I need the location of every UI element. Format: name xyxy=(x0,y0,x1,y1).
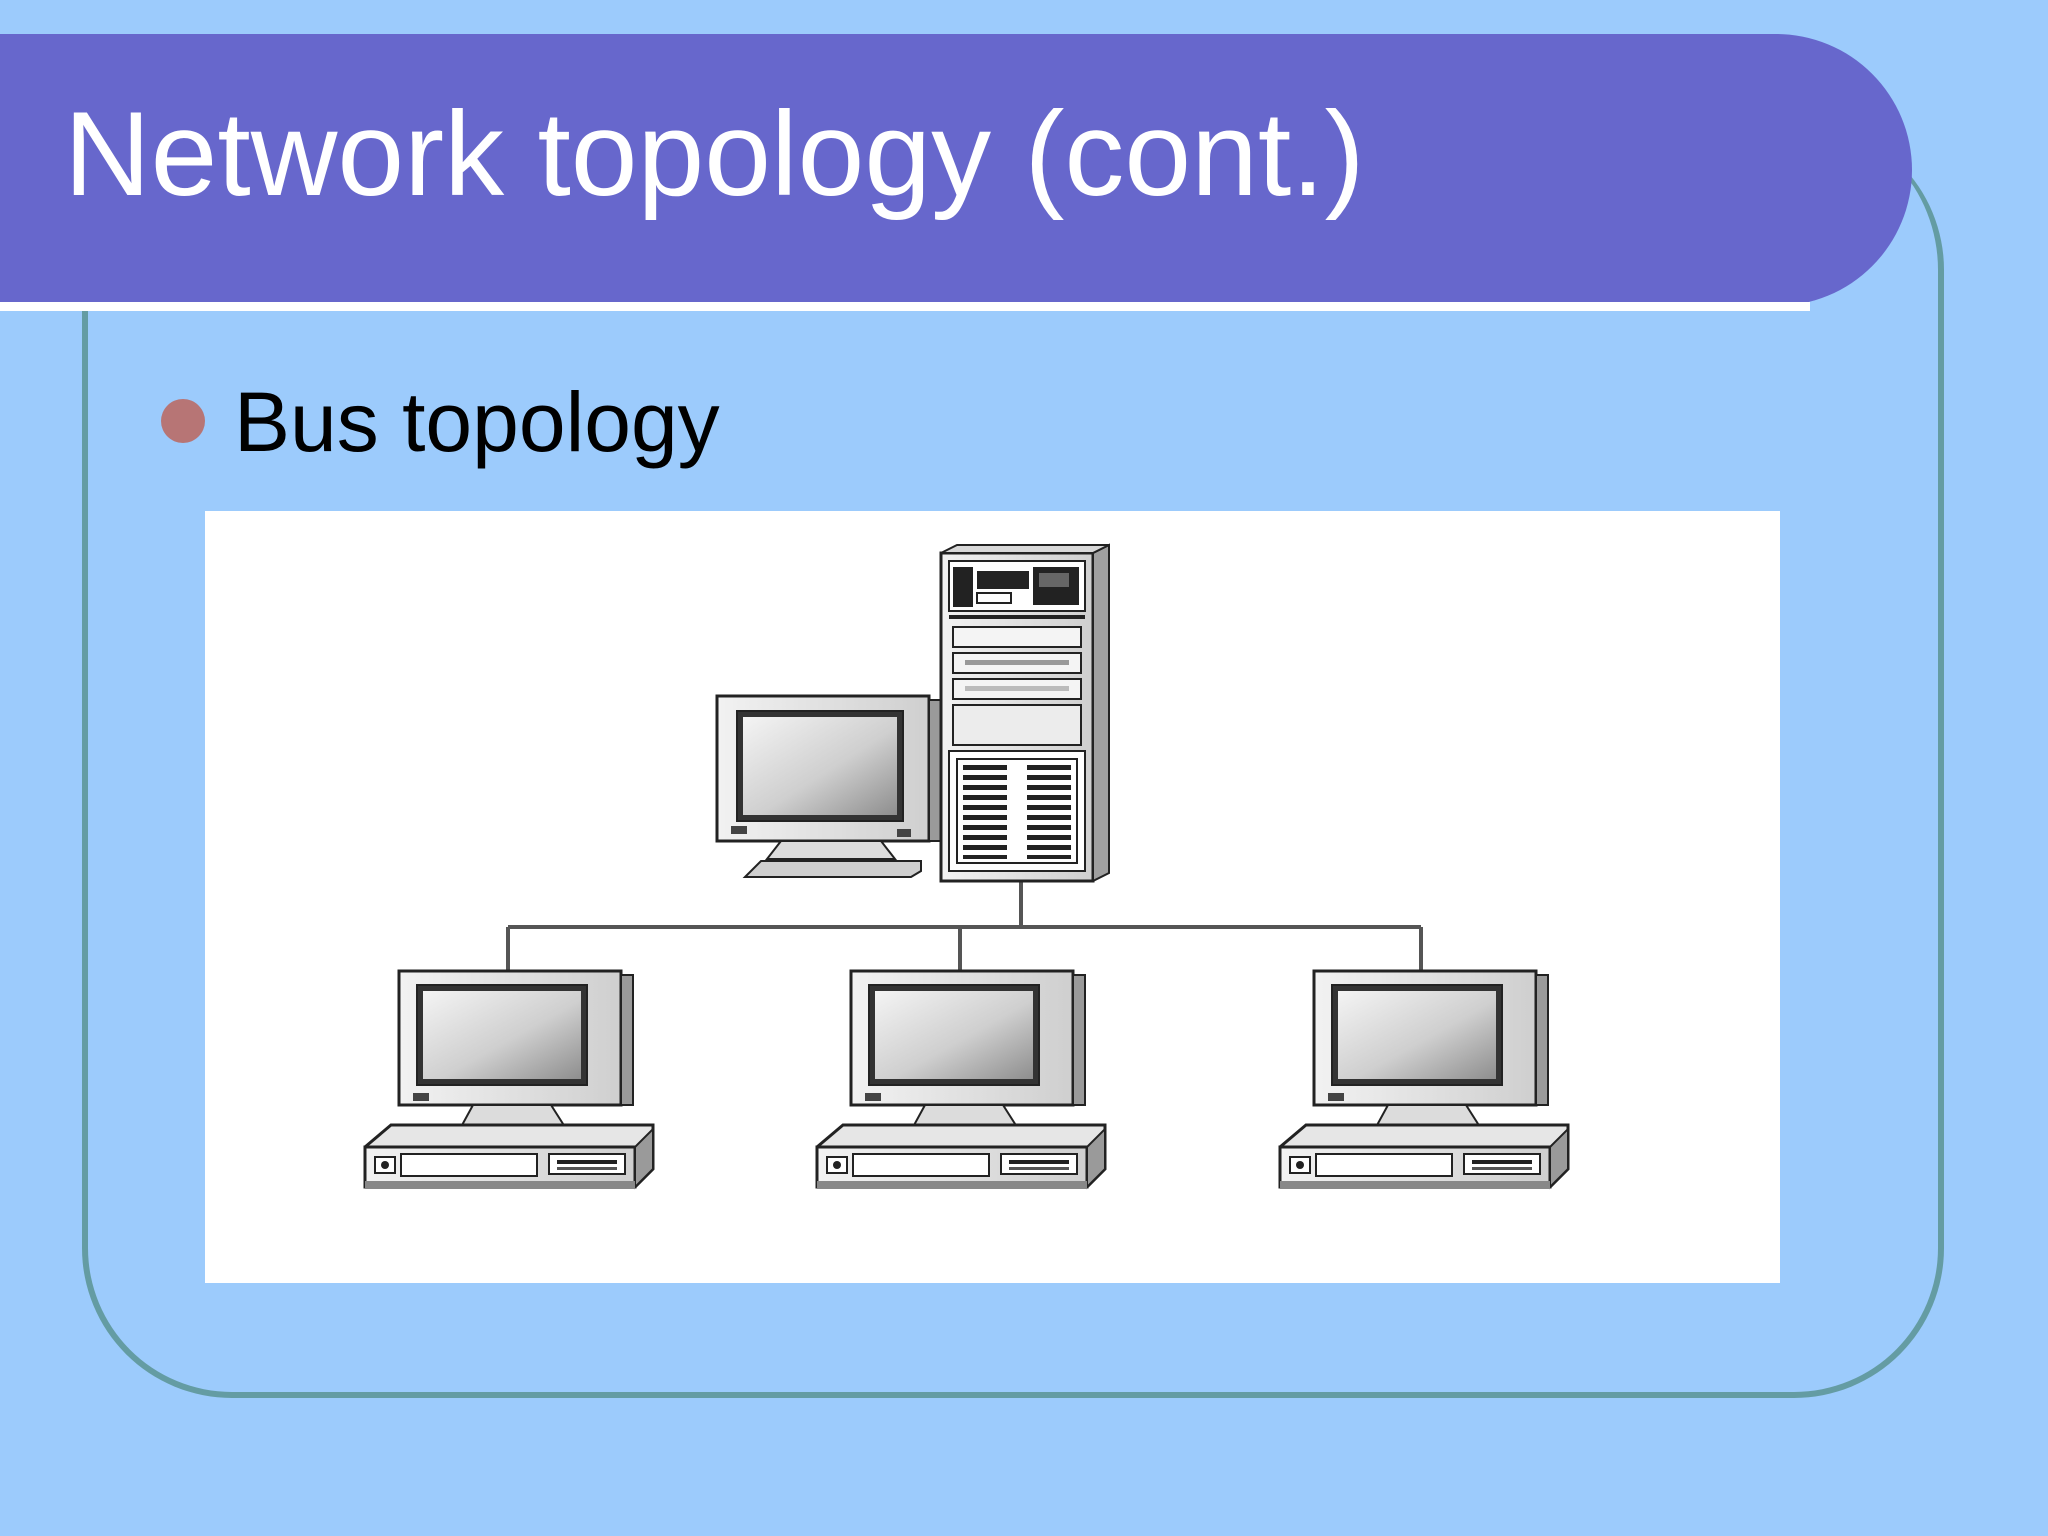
diagram-canvas xyxy=(363,543,1570,1191)
content-frame xyxy=(82,120,1944,1398)
title-underline xyxy=(0,302,1810,311)
server-monitor-icon xyxy=(715,694,944,878)
bus-topology-diagram xyxy=(205,511,1780,1283)
workstation-2-icon xyxy=(815,969,1107,1191)
title-bar xyxy=(0,34,1912,311)
workstation-3-icon xyxy=(1278,969,1570,1191)
bus-cable xyxy=(506,881,1423,971)
bullet-icon xyxy=(161,399,205,443)
server-tower-icon xyxy=(939,543,1110,883)
bullet-text: Bus topology xyxy=(234,375,720,469)
slide-title: Network topology (cont.) xyxy=(64,87,1365,221)
workstation-1-icon xyxy=(363,969,655,1191)
